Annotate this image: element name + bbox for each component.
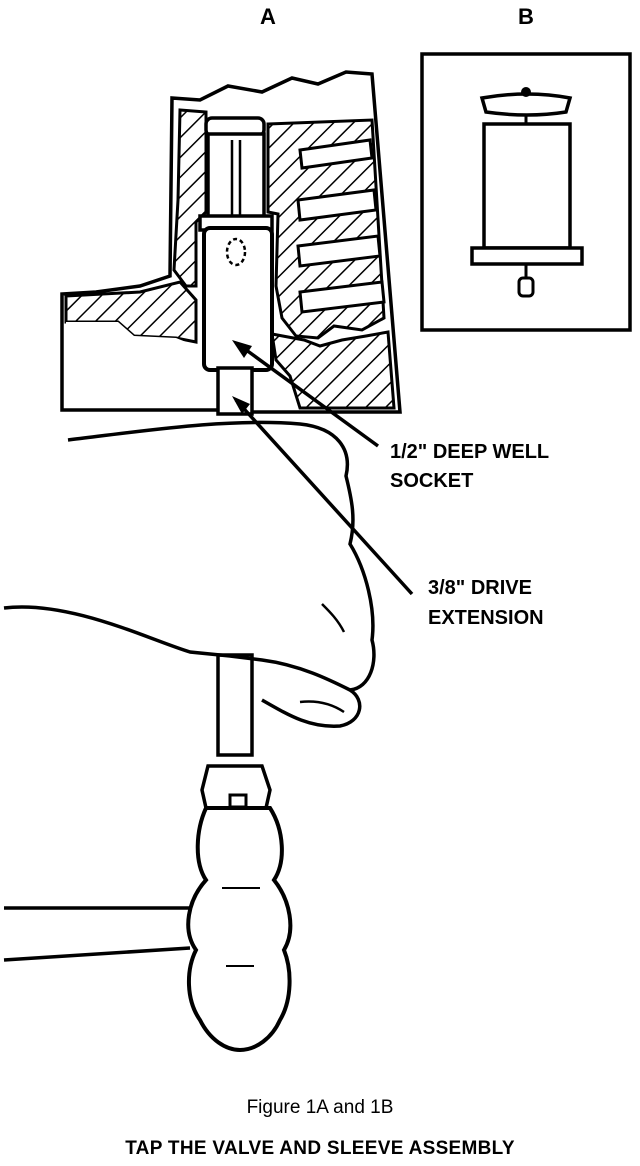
socket-label-line2: SOCKET (390, 470, 473, 492)
panel-a-label: A (260, 4, 276, 29)
extension-label-line2: EXTENSION (428, 607, 544, 629)
socket-label-line1: 1/2" DEEP WELL (390, 441, 549, 463)
hammer (186, 764, 293, 1053)
valve-sleeve-assembly-inset (420, 52, 632, 332)
hand-holding-extension (3, 420, 376, 962)
figure-title: TAP THE VALVE AND SLEEVE ASSEMBLY (125, 1138, 515, 1159)
deep-well-socket (198, 116, 274, 416)
panel-b-label: B (518, 4, 534, 29)
figure-caption: Figure 1A and 1B (246, 1097, 394, 1118)
cylinder-head-section (60, 70, 402, 414)
leader-arrows (232, 340, 414, 596)
extension-label-line1: 3/8" DRIVE (428, 577, 532, 599)
